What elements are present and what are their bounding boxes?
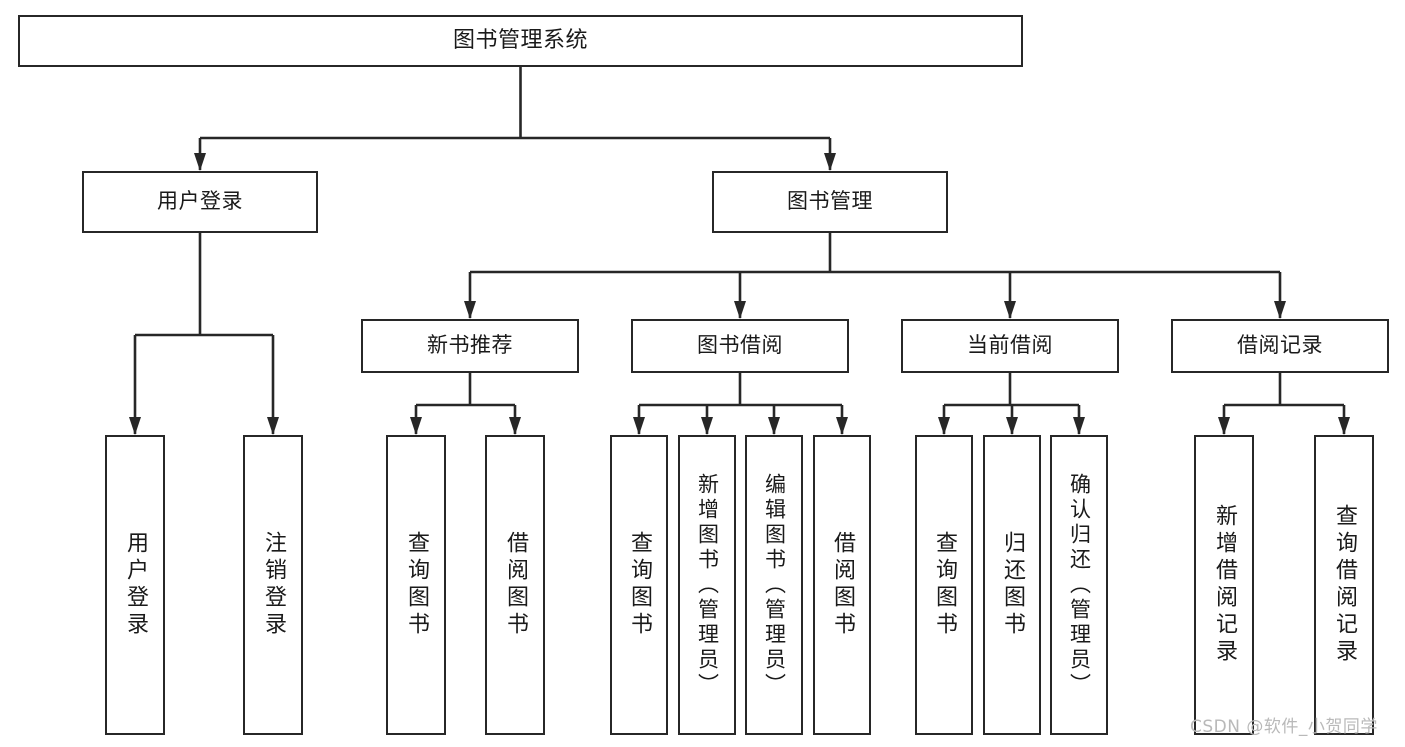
node-current-borrow[interactable]: 当前借阅 xyxy=(901,319,1119,373)
node-leaf-borrow-book-2[interactable]: 借阅图书 xyxy=(813,435,871,735)
node-book-manage-label: 图书管理 xyxy=(787,189,873,214)
node-leaf-query-book-2[interactable]: 查询图书 xyxy=(610,435,668,735)
node-book-manage[interactable]: 图书管理 xyxy=(712,171,948,233)
node-user-login-label: 用户登录 xyxy=(157,189,243,214)
node-borrow-record[interactable]: 借阅记录 xyxy=(1171,319,1389,373)
node-leaf-user-logout-label: 注销登录 xyxy=(261,531,286,639)
node-leaf-query-book-3[interactable]: 查询图书 xyxy=(915,435,973,735)
node-leaf-query-record-label: 查询借阅记录 xyxy=(1332,504,1357,666)
node-new-book-recommend[interactable]: 新书推荐 xyxy=(361,319,579,373)
node-new-book-recommend-label: 新书推荐 xyxy=(427,333,513,358)
node-leaf-add-record[interactable]: 新增借阅记录 xyxy=(1194,435,1254,735)
node-leaf-user-login-label: 用户登录 xyxy=(123,531,148,639)
node-leaf-confirm-return-label: 确认归还（管理员） xyxy=(1067,472,1092,698)
node-leaf-return-book[interactable]: 归还图书 xyxy=(983,435,1041,735)
node-leaf-confirm-return[interactable]: 确认归还（管理员） xyxy=(1050,435,1108,735)
node-leaf-borrow-book-1-label: 借阅图书 xyxy=(503,531,528,639)
node-leaf-add-record-label: 新增借阅记录 xyxy=(1212,504,1237,666)
node-leaf-user-login[interactable]: 用户登录 xyxy=(105,435,165,735)
node-borrow-record-label: 借阅记录 xyxy=(1237,333,1323,358)
node-leaf-user-logout[interactable]: 注销登录 xyxy=(243,435,303,735)
node-book-borrow[interactable]: 图书借阅 xyxy=(631,319,849,373)
node-leaf-edit-book[interactable]: 编辑图书（管理员） xyxy=(745,435,803,735)
node-leaf-query-book-1-label: 查询图书 xyxy=(404,531,429,639)
node-book-borrow-label: 图书借阅 xyxy=(697,333,783,358)
node-leaf-query-book-1[interactable]: 查询图书 xyxy=(386,435,446,735)
node-current-borrow-label: 当前借阅 xyxy=(967,333,1053,358)
node-root-label: 图书管理系统 xyxy=(452,27,588,53)
node-leaf-borrow-book-1[interactable]: 借阅图书 xyxy=(485,435,545,735)
node-leaf-borrow-book-2-label: 借阅图书 xyxy=(830,531,855,639)
node-leaf-add-book[interactable]: 新增图书（管理员） xyxy=(678,435,736,735)
node-leaf-return-book-label: 归还图书 xyxy=(1000,531,1025,639)
node-leaf-edit-book-label: 编辑图书（管理员） xyxy=(762,472,787,698)
node-leaf-query-book-3-label: 查询图书 xyxy=(932,531,957,639)
csdn-watermark: CSDN @软件_小贺同学 xyxy=(1190,717,1378,737)
node-leaf-query-record[interactable]: 查询借阅记录 xyxy=(1314,435,1374,735)
node-root[interactable]: 图书管理系统 xyxy=(18,15,1023,67)
node-leaf-add-book-label: 新增图书（管理员） xyxy=(695,472,720,698)
node-user-login[interactable]: 用户登录 xyxy=(82,171,318,233)
node-leaf-query-book-2-label: 查询图书 xyxy=(627,531,652,639)
